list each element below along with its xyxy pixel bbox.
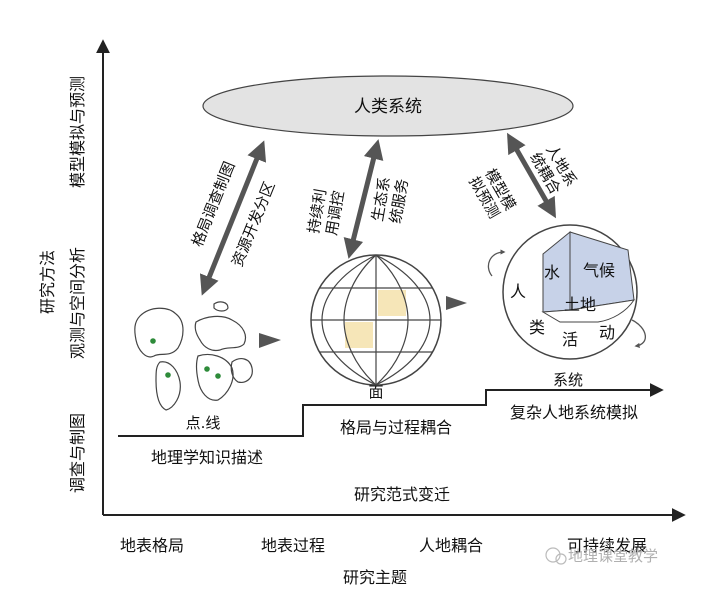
x-axis-title: 研究主题 [343,568,407,587]
sphere-label-huo: 活 [562,330,578,349]
human-system-label: 人类系统 [354,97,422,117]
stage3-top: 系统 [553,371,583,389]
stage1-top: 点.线 [186,414,221,432]
transition-triangle-1 [259,333,281,348]
y-axis-title: 研究方法 [38,250,57,314]
x-topic-process: 地表过程 [261,536,325,555]
y-level-survey: 调查与制图 [68,413,87,493]
x-topic-pattern: 地表格局 [120,536,184,555]
sphere-label-water: 水 [544,263,560,282]
y-level-modeling: 模型模拟与预测 [68,76,87,188]
arrow-left-label-1: 格局调查制图 [188,159,238,249]
paradigm-label: 研究范式变迁 [354,485,450,504]
arrow-right-labels: 人地系 统耦合 模型模 拟预测 [465,142,580,222]
x-topic-coupling: 人地耦合 [419,536,483,555]
arrow-middle [343,139,384,259]
wechat-icon [545,547,561,563]
watermark-text: 地理课堂教学 [568,547,658,565]
stage1-bottom: 地理学知识描述 [151,448,263,467]
y-level-observation: 观测与空间分析 [68,247,87,359]
human-system-ellipse [202,75,574,137]
sphere-label-land: 土地 [564,295,596,314]
globe-grid-icon [310,254,442,386]
stage3-bottom: 复杂人地系统模拟 [510,403,638,422]
paradigm-staircase [118,383,664,437]
stage2-top: 面 [368,383,383,401]
sphere-label-lei: 类 [529,318,545,337]
transition-triangle-2 [446,296,467,310]
world-map-icon [134,301,253,411]
sphere-label-climate: 气候 [583,261,615,280]
stage2-bottom: 格局与过程耦合 [340,418,452,437]
x-topic-sustainability: 可持续发展 [567,536,647,555]
human-land-sphere-icon [487,224,646,360]
sphere-label-dong: 动 [599,323,615,342]
arrow-left-label-2: 资源开发分区 [228,179,278,269]
arrow-right [507,132,556,219]
arrow-left [199,140,267,296]
sphere-label-ren: 人 [510,282,526,301]
world-map-points [150,338,221,379]
watermark: 地理课堂教学 [545,547,658,565]
